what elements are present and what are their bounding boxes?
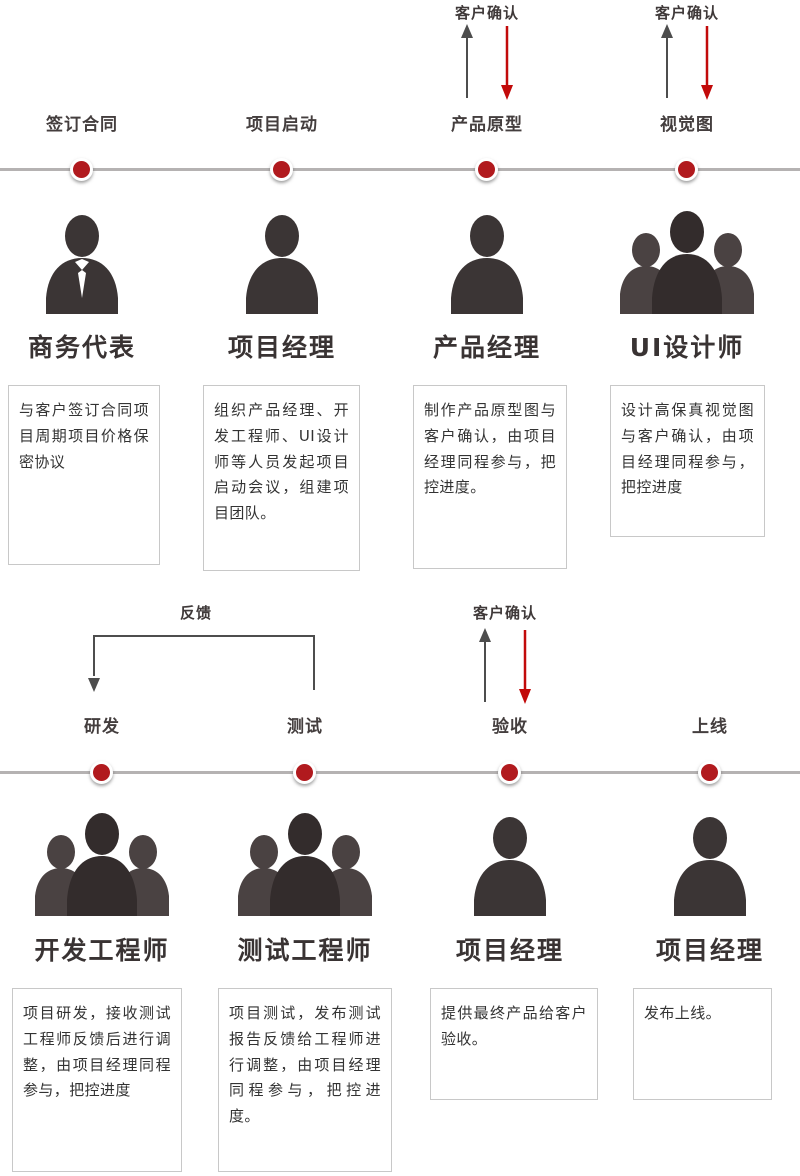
- role-label: UI设计师: [629, 333, 745, 362]
- confirm-arrows: [477, 628, 533, 704]
- team-icon: [230, 812, 380, 916]
- arrow-down-icon: [519, 630, 531, 704]
- feedback-label: 反馈: [179, 604, 213, 622]
- feedback-arrow-icon: [88, 635, 315, 692]
- milestone-label: 产品原型: [451, 115, 523, 135]
- milestone-dot: [70, 158, 93, 181]
- arrow-down-icon: [501, 26, 513, 100]
- milestone-label: 项目启动: [246, 115, 318, 135]
- role-label: 项目经理: [227, 333, 337, 362]
- customer-confirm-label: 客户确认: [472, 604, 538, 622]
- description-box: 发布上线。: [633, 988, 772, 1100]
- role-label: 测试工程师: [237, 936, 373, 965]
- customer-confirm-label: 客户确认: [654, 4, 720, 22]
- arrow-up-icon: [661, 24, 673, 98]
- description-box: 制作产品原型图与客户确认，由项目经理同程参与，把控进度。: [413, 385, 567, 569]
- confirm-arrows: [459, 24, 515, 100]
- milestone-dot: [498, 761, 521, 784]
- description-box: 项目测试，发布测试报告反馈给工程师进行调整，由项目经理同程参与，把控进度。: [218, 988, 392, 1172]
- milestone-dot: [293, 761, 316, 784]
- arrow-up-icon: [479, 628, 491, 702]
- arrow-up-icon: [461, 24, 473, 98]
- role-label: 项目经理: [655, 936, 765, 965]
- person-icon: [462, 812, 558, 916]
- timeline: [0, 168, 800, 171]
- person-icon: [234, 210, 330, 314]
- milestone-dot: [90, 761, 113, 784]
- person-icon: [439, 210, 535, 314]
- description-box: 组织产品经理、开发工程师、UI设计师等人员发起项目启动会议，组建项目团队。: [203, 385, 360, 571]
- role-label: 开发工程师: [34, 936, 170, 965]
- description-box: 提供最终产品给客户验收。: [430, 988, 598, 1100]
- confirm-arrows: [659, 24, 715, 100]
- arrow-down-icon: [701, 26, 713, 100]
- team-icon: [612, 210, 762, 314]
- milestone-label: 上线: [692, 717, 728, 737]
- description-box: 项目研发，接收测试工程师反馈后进行调整，由项目经理同程参与，把控进度: [12, 988, 182, 1172]
- timeline: [0, 771, 800, 774]
- milestone-dot: [698, 761, 721, 784]
- team-icon: [27, 812, 177, 916]
- role-label: 产品经理: [432, 333, 542, 362]
- milestone-label: 验收: [492, 717, 528, 737]
- milestone-dot: [675, 158, 698, 181]
- milestone-label: 研发: [84, 717, 120, 737]
- business-person-icon: [34, 210, 130, 314]
- role-label: 项目经理: [455, 936, 565, 965]
- description-box: 设计高保真视觉图与客户确认，由项目经理同程参与，把控进度: [610, 385, 765, 537]
- milestone-label: 测试: [287, 717, 323, 737]
- description-box: 与客户签订合同项目周期项目价格保密协议: [8, 385, 160, 565]
- milestone-dot: [475, 158, 498, 181]
- milestone-label: 签订合同: [46, 115, 118, 135]
- customer-confirm-label: 客户确认: [454, 4, 520, 22]
- milestone-label: 视觉图: [660, 115, 714, 135]
- person-icon: [662, 812, 758, 916]
- role-label: 商务代表: [27, 333, 137, 362]
- milestone-dot: [270, 158, 293, 181]
